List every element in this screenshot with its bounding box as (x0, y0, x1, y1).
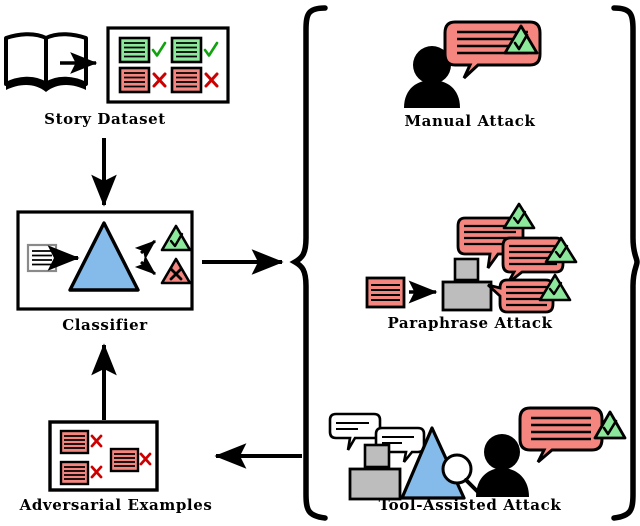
adversarial-examples-label: Adversarial Examples (19, 496, 213, 514)
paraphrase-input-doc (365, 276, 406, 309)
check-icon (548, 281, 563, 296)
check-icon (203, 41, 219, 57)
adversarial-item-2 (109, 447, 152, 473)
arrow-to-negative (134, 255, 156, 276)
check-icon (169, 232, 184, 248)
cross-icon (139, 452, 152, 466)
computer-icon (348, 443, 402, 501)
computer-icon (441, 257, 493, 312)
dataset-item-2 (170, 36, 219, 64)
check-icon (512, 210, 527, 225)
paraphrase-attack-label: Paraphrase Attack (387, 314, 553, 332)
manual-attack-label: Manual Attack (404, 112, 536, 130)
cross-icon (204, 72, 219, 88)
adversarial-examples-box (48, 420, 159, 492)
person-icon (404, 46, 460, 108)
brace-right (611, 5, 640, 521)
paraphrase-verdict-1 (502, 202, 536, 230)
arrow-to-positive (134, 239, 156, 260)
story-dataset-label: Story Dataset (44, 110, 166, 128)
tool-attack-verdict (593, 410, 627, 440)
dataset-item-4 (170, 66, 219, 94)
paraphrase-verdict-3 (538, 273, 572, 302)
check-icon (602, 419, 618, 436)
classifier-box (16, 210, 194, 311)
cross-icon (90, 465, 103, 479)
manual-attack-panel (404, 20, 542, 108)
tool-attack-label: Tool-Assisted Attack (378, 496, 562, 514)
magnifier-icon (441, 453, 480, 494)
tool-machine-bubble-1 (328, 412, 382, 451)
tool-attack-bubble (518, 406, 604, 464)
check-icon (554, 244, 569, 259)
cross-icon (169, 267, 183, 281)
manual-attack-verdict (503, 24, 539, 55)
classifier-input-doc (26, 243, 58, 273)
cross-icon (90, 434, 103, 448)
classifier-output-positive (160, 224, 192, 252)
check-icon (151, 41, 167, 57)
paraphrase-attack-panel (365, 202, 578, 314)
person-icon (476, 434, 529, 497)
cross-icon (152, 72, 167, 88)
check-icon (513, 33, 529, 51)
classifier-label: Classifier (62, 316, 148, 334)
paraphrase-verdict-2 (544, 236, 578, 264)
tool-attack-panel (328, 406, 627, 501)
brace-left (289, 5, 328, 521)
dataset-item-3 (118, 66, 167, 94)
adversarial-item-1 (59, 429, 103, 455)
classifier-model-triangle (68, 221, 140, 292)
tool-machine-bubble-2 (374, 426, 426, 463)
classifier-output-negative (160, 257, 192, 285)
dataset-item-1 (118, 36, 167, 64)
story-dataset-box (106, 26, 230, 104)
adversarial-item-3 (59, 460, 103, 486)
